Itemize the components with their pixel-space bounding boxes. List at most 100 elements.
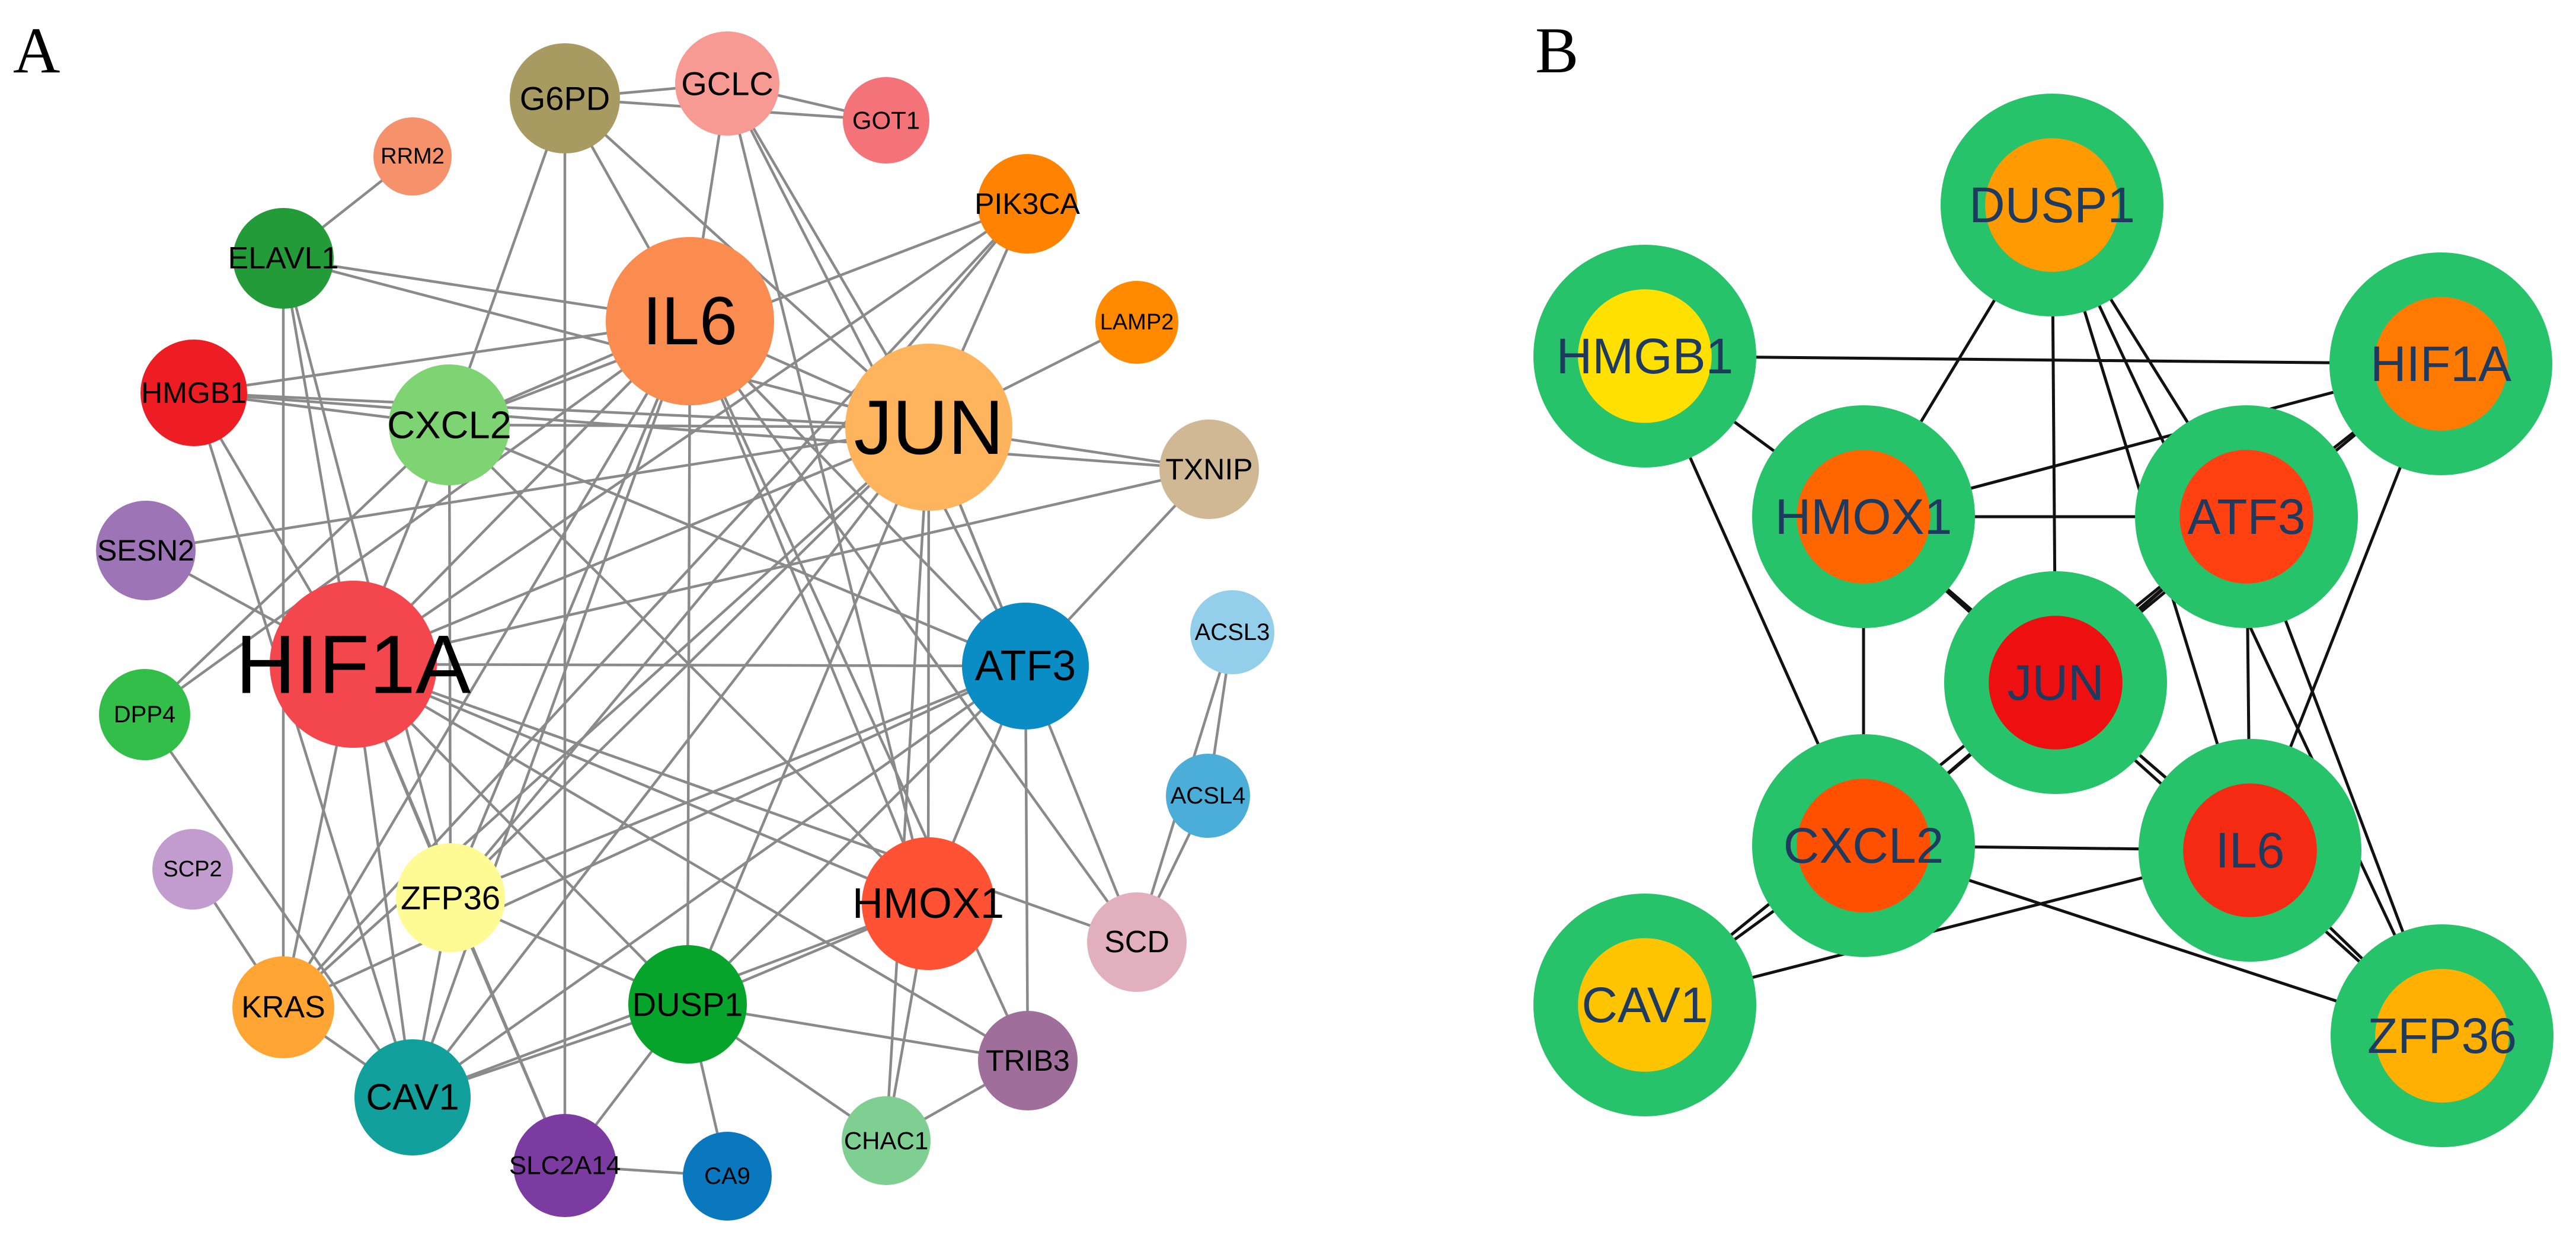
node-label-trib3: TRIB3 xyxy=(986,1044,1070,1077)
hub-core-hmox1 xyxy=(1797,450,1931,584)
node-circle-chac1 xyxy=(842,1096,931,1185)
node-circle-hif1a xyxy=(270,581,437,748)
node-circle-lamp2 xyxy=(1095,281,1178,364)
node-lamp2: LAMP2 xyxy=(1095,281,1178,364)
panel-a-letter: A xyxy=(13,14,60,87)
hub-node-hmox1: HMOX1 xyxy=(1752,405,1975,628)
node-circle-cav1 xyxy=(354,1039,471,1155)
node-cav1: CAV1 xyxy=(354,1039,471,1155)
hub-core-jun xyxy=(1989,616,2123,750)
node-circle-hmgb1 xyxy=(140,340,247,446)
node-label-got1: GOT1 xyxy=(852,107,920,135)
edge-hmgb1-jun xyxy=(193,391,929,429)
node-label-zfp36: ZFP36 xyxy=(401,879,500,917)
node-label-atf3: ATF3 xyxy=(975,642,1076,690)
hub-node-hif1a: HIF1A xyxy=(2329,252,2552,475)
edge-il6-cav1 xyxy=(411,321,692,1098)
hub-label-zfp36: ZFP36 xyxy=(2367,1008,2517,1064)
edge-b-hmox1-zfp36 xyxy=(1862,516,2443,1037)
node-label-hmgb1: HMGB1 xyxy=(141,376,247,409)
edge-il6-zfp36 xyxy=(449,321,692,898)
node-circle-hmox1 xyxy=(862,837,995,970)
edge-b-hmgb1-hif1a xyxy=(1644,354,2441,366)
node-label-scp2: SCP2 xyxy=(163,857,222,882)
node-jun: JUN xyxy=(845,344,1012,511)
hub-core-hmgb1 xyxy=(1578,289,1712,423)
node-label-cav1: CAV1 xyxy=(366,1077,459,1118)
edge-hif1a-atf3 xyxy=(353,662,1026,668)
edge-hmgb1-cav1 xyxy=(192,392,414,1098)
node-sesn2: SESN2 xyxy=(96,501,196,600)
edge-atf3-dusp1 xyxy=(686,665,1027,1006)
node-circle-scd xyxy=(1087,892,1187,992)
node-label-hmox1: HMOX1 xyxy=(852,880,1004,927)
edge-hif1a-trib3 xyxy=(352,663,1029,1062)
edge-elavl1-zfp36 xyxy=(282,258,452,898)
node-dpp4: DPP4 xyxy=(99,669,190,760)
hub-label-hmox1: HMOX1 xyxy=(1775,489,1952,545)
hub-node-cav1: CAV1 xyxy=(1533,894,1756,1116)
edge-atf3-cav1 xyxy=(411,665,1027,1099)
node-label-chac1: CHAC1 xyxy=(844,1127,928,1155)
edge-atf3-trib3 xyxy=(1024,665,1030,1061)
node-circle-rrm2 xyxy=(373,117,452,196)
hub-label-cav1: CAV1 xyxy=(1581,977,1708,1033)
node-circle-g6pd xyxy=(510,43,620,153)
node-slc2a14: SLC2A14 xyxy=(509,1114,621,1217)
node-label-g6pd: G6PD xyxy=(520,80,611,117)
node-scd: SCD xyxy=(1087,892,1187,992)
node-got1: GOT1 xyxy=(843,77,929,164)
node-label-sesn2: SESN2 xyxy=(97,534,194,567)
node-circle-dpp4 xyxy=(99,669,190,760)
node-circle-dusp1 xyxy=(628,945,747,1064)
hub-core-zfp36 xyxy=(2375,969,2509,1103)
node-circle-ca9 xyxy=(683,1132,772,1221)
node-circle-elavl1 xyxy=(233,208,334,309)
node-label-lamp2: LAMP2 xyxy=(1100,310,1174,335)
edge-txnip-hif1a xyxy=(353,468,1210,666)
node-circle-acsl3 xyxy=(1190,590,1274,674)
node-label-kras: KRAS xyxy=(241,990,325,1025)
node-label-dusp1: DUSP1 xyxy=(632,986,743,1023)
node-il6: IL6 xyxy=(606,237,774,405)
node-circle-trib3 xyxy=(978,1011,1078,1110)
node-circle-got1 xyxy=(843,77,929,164)
hub-node-jun: JUN xyxy=(1944,571,2167,794)
edge-hif1a-scd xyxy=(353,662,1137,944)
hub-node-atf3: ATF3 xyxy=(2135,405,2358,628)
node-atf3: ATF3 xyxy=(962,603,1089,729)
hub-node-zfp36: ZFP36 xyxy=(2331,924,2553,1147)
node-label-ca9: CA9 xyxy=(704,1163,750,1189)
node-chac1: CHAC1 xyxy=(842,1096,931,1185)
node-circle-sesn2 xyxy=(96,501,196,600)
panel-b-letter: B xyxy=(1535,14,1578,87)
node-acsl3: ACSL3 xyxy=(1190,590,1274,674)
hub-core-cxcl2 xyxy=(1797,779,1931,913)
node-ca9: CA9 xyxy=(683,1132,772,1221)
node-circle-atf3 xyxy=(962,603,1089,729)
node-hif1a: HIF1A xyxy=(236,581,471,748)
edge-atf3-zfp36 xyxy=(450,664,1026,899)
node-hmgb1: HMGB1 xyxy=(140,340,247,446)
edge-cxcl2-dpp4 xyxy=(143,424,450,716)
node-circle-slc2a14 xyxy=(513,1114,616,1217)
edge-hmgb1-txnip xyxy=(193,391,1210,471)
node-circle-cxcl2 xyxy=(389,364,510,485)
node-circle-scp2 xyxy=(152,829,233,910)
node-gclc: GCLC xyxy=(675,31,779,136)
node-txnip: TXNIP xyxy=(1159,420,1259,519)
edge-hif1a-hmox1 xyxy=(353,662,929,905)
edge-jun-zfp36 xyxy=(449,426,930,899)
hub-core-dusp1 xyxy=(1985,138,2119,272)
hub-core-il6 xyxy=(2183,783,2317,917)
node-rrm2: RRM2 xyxy=(373,117,452,196)
hub-core-cav1 xyxy=(1578,938,1712,1072)
node-circle-jun xyxy=(845,344,1012,511)
node-label-slc2a14: SLC2A14 xyxy=(509,1151,621,1180)
node-label-acsl4: ACSL4 xyxy=(1171,783,1246,809)
edge-atf3-kras xyxy=(283,664,1026,1009)
edge-il6-hmox1 xyxy=(688,321,930,904)
